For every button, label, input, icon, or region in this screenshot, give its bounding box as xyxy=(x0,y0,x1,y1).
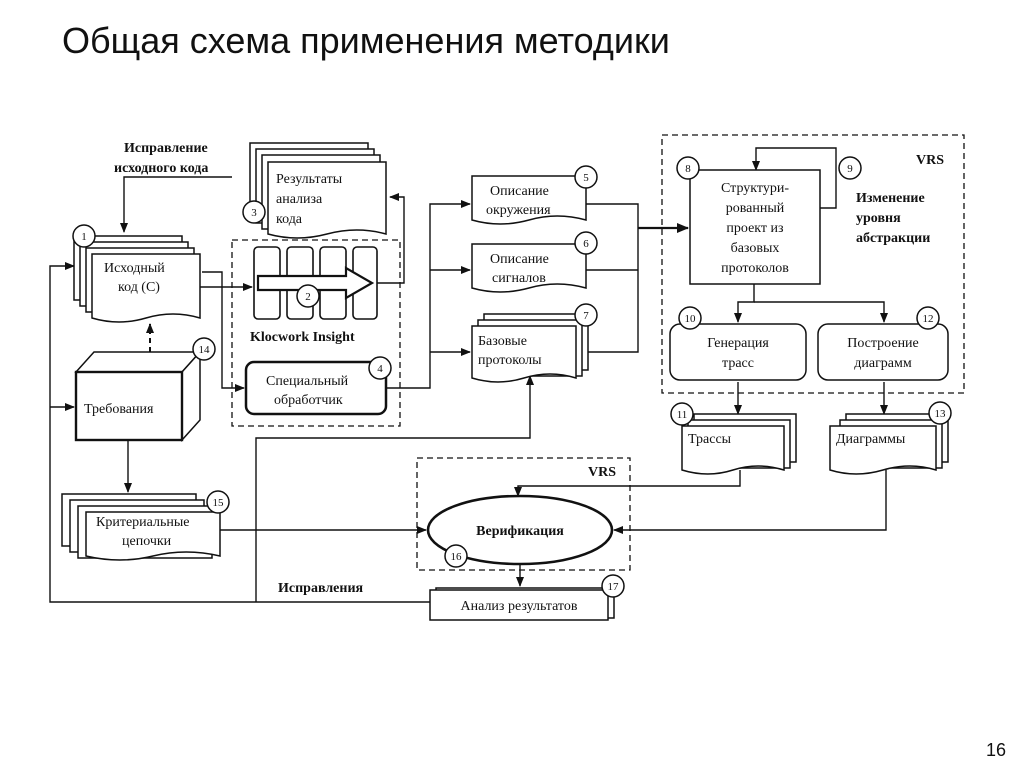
signal-description-node: Описание сигналов 6 xyxy=(471,231,598,293)
klocwork-node: 2 Klocwork Insight xyxy=(250,246,378,345)
badge-5 xyxy=(574,165,598,189)
badge-15 xyxy=(206,490,230,514)
badge-13-num: 13 xyxy=(935,408,947,420)
base-protocols-line2: протоколы xyxy=(478,353,542,368)
vrs-bottom-label: VRS xyxy=(588,465,616,480)
badge-16-num: 16 xyxy=(451,551,463,563)
badge-7 xyxy=(574,303,598,327)
badge-2 xyxy=(296,284,320,308)
fixes-label: Исправления xyxy=(278,581,364,596)
badge-9 xyxy=(838,156,862,180)
source-code-node: Исходный код (C) 1 xyxy=(72,224,201,323)
results-analysis-node: Анализ результатов 17 xyxy=(429,574,625,621)
badge-3-num: 3 xyxy=(251,207,257,219)
source-code-line2: код (C) xyxy=(118,280,160,295)
special-handler-line2: обработчик xyxy=(274,393,343,408)
diagram-building-line1: Построение xyxy=(847,336,919,351)
source-fix-label-line2: исходного кода xyxy=(114,161,208,176)
abstraction-change-line3: абстракции xyxy=(856,231,930,246)
base-protocols-line1: Базовые xyxy=(478,334,527,349)
abstraction-change-node: 9 Изменение уровня абстракции xyxy=(838,156,930,246)
diagrams-node: Диаграммы 13 xyxy=(829,401,952,475)
traces-node: Трассы 11 xyxy=(670,402,797,475)
badge-16 xyxy=(444,544,468,568)
page-number: 16 xyxy=(985,740,1006,760)
klocwork-label: Klocwork Insight xyxy=(250,330,355,345)
badge-10 xyxy=(678,306,702,330)
source-fix-label-line1: Исправление xyxy=(124,141,208,156)
analysis-results-line1: Результаты xyxy=(276,172,343,187)
structured-project-line3: проект из xyxy=(726,221,784,236)
badge-6 xyxy=(574,231,598,255)
env-description-node: Описание окружения 5 xyxy=(471,165,598,225)
structured-project-line1: Структури- xyxy=(721,181,789,196)
abstraction-change-line2: уровня xyxy=(856,211,901,226)
badge-14 xyxy=(192,337,216,361)
source-code-line1: Исходный xyxy=(104,261,165,276)
trace-generation-line1: Генерация xyxy=(707,336,769,351)
badge-11-num: 11 xyxy=(677,409,688,421)
badge-14-num: 14 xyxy=(199,344,211,356)
criteria-chains-node: Критериальные цепочки 15 xyxy=(61,490,230,561)
badge-9-num: 9 xyxy=(847,163,853,175)
connectors xyxy=(49,147,888,603)
verification-label: Верификация xyxy=(476,524,564,539)
badge-17-num: 17 xyxy=(608,581,620,593)
badge-5-num: 5 xyxy=(583,172,589,184)
trace-generation-line2: трасс xyxy=(722,356,754,371)
badge-12-num: 12 xyxy=(923,313,934,325)
badge-4-num: 4 xyxy=(377,363,383,375)
results-analysis-label: Анализ результатов xyxy=(461,599,578,614)
env-description-line1: Описание xyxy=(490,184,549,199)
vrs-top-label: VRS xyxy=(916,153,944,168)
diagrams-label: Диаграммы xyxy=(836,432,906,447)
signal-description-line1: Описание xyxy=(490,252,549,267)
structured-project-node: Структури- рованный проект из базовых пр… xyxy=(676,156,821,285)
structured-project-line2: рованный xyxy=(726,201,785,216)
badge-6-num: 6 xyxy=(583,238,589,250)
analysis-results-line3: кода xyxy=(276,212,303,227)
badge-15-num: 15 xyxy=(213,497,225,509)
badge-4 xyxy=(368,356,392,380)
badge-8 xyxy=(676,156,700,180)
structured-project-line5: протоколов xyxy=(721,261,789,276)
badge-1 xyxy=(72,224,96,248)
diagram-building-node: Построение диаграмм 12 xyxy=(817,306,949,381)
base-protocols-node: Базовые протоколы 7 xyxy=(471,303,598,383)
analysis-results-line2: анализа xyxy=(276,192,323,207)
badge-17 xyxy=(601,574,625,598)
trace-generation-node: Генерация трасс 10 xyxy=(669,306,807,381)
verification-node: Верификация 16 xyxy=(426,494,614,568)
slide-title: Общая схема применения методики xyxy=(62,20,670,61)
badge-2-num: 2 xyxy=(305,291,311,303)
requirements-node: Требования 14 xyxy=(74,337,216,442)
traces-label: Трассы xyxy=(688,432,732,447)
requirements-label: Требования xyxy=(84,402,154,417)
special-handler-line1: Специальный xyxy=(266,374,349,389)
diagram-building-line2: диаграмм xyxy=(854,356,912,371)
klocwork-group xyxy=(231,239,401,427)
structured-project-line4: базовых xyxy=(731,241,780,256)
badge-8-num: 8 xyxy=(685,163,691,175)
signal-description-line2: сигналов xyxy=(492,271,546,286)
criteria-chains-line1: Критериальные xyxy=(96,515,189,530)
env-description-line2: окружения xyxy=(486,203,551,218)
special-handler-node: Специальный обработчик 4 xyxy=(244,356,392,416)
analysis-results-node: Результаты анализа кода 3 xyxy=(242,142,387,239)
vrs-bottom-group xyxy=(416,457,631,571)
badge-1-num: 1 xyxy=(81,231,87,243)
badge-3 xyxy=(242,200,266,224)
badge-7-num: 7 xyxy=(583,310,589,322)
badge-10-num: 10 xyxy=(685,313,697,325)
criteria-chains-line2: цепочки xyxy=(122,534,172,549)
badge-12 xyxy=(916,306,940,330)
abstraction-change-line1: Изменение xyxy=(856,191,925,206)
vrs-top-group xyxy=(661,134,965,394)
badge-13 xyxy=(928,401,952,425)
badge-11 xyxy=(670,402,694,426)
